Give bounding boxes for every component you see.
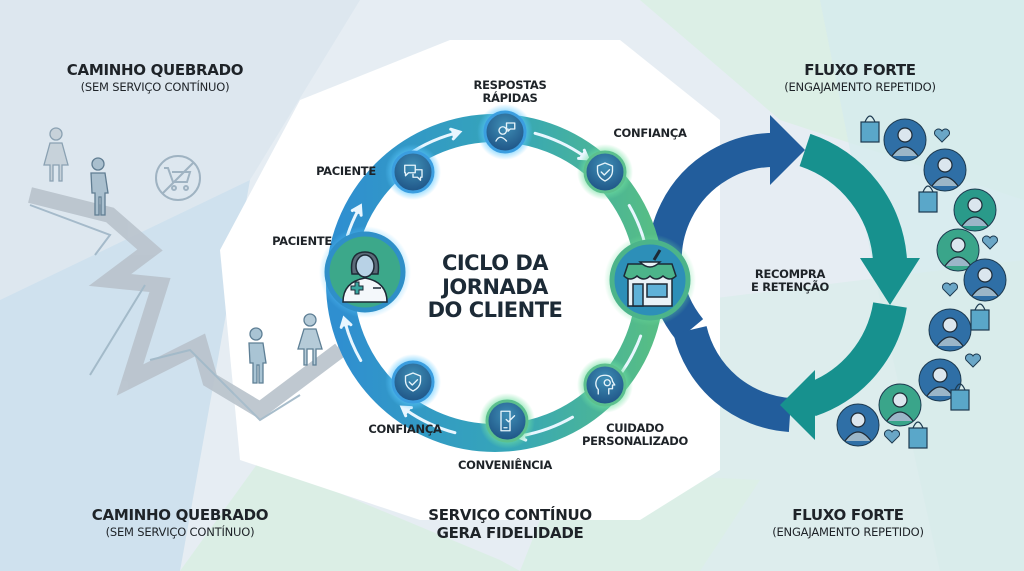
left-panel-title: CAMINHO QUEBRADO [66,61,244,79]
node-label-conveniencia: CONVENIÊNCIA [458,458,552,472]
chat-bubbles-icon [404,164,423,181]
node-label-paciente-doctor: PACIENTE [272,234,332,248]
recompra-label: RECOMPRA E RETENÇÃO [735,268,845,294]
heart-icon [884,429,900,444]
right-panel-subtitle: (ENGAJAMENTO REPETIDO) [784,80,936,94]
head-gear-icon [595,374,616,395]
customer-avatar-icon [836,403,880,447]
cycle-node-chat-bubbles [385,144,441,200]
person-male-icon [248,327,267,384]
node-label-confianca-top: CONFIANÇA [613,126,687,140]
cycle-node-head-gear [577,357,633,413]
footer-right-title: FLUXO FORTE [792,506,904,524]
shopping-bag-icon [908,421,928,449]
customer-avatar-icon [878,383,922,427]
shopping-bag-icon [970,303,990,331]
person-chat-icon [495,122,516,142]
right-panel-title: FLUXO FORTE [804,61,916,79]
shield-check-icon [404,372,422,392]
cycle-node-shield-check [385,354,441,410]
footer-center-line-1: SERVIÇO CONTÍNUO [428,506,592,524]
node-label-paciente-chat: PACIENTE [316,164,376,178]
respostas-line-1: RESPOSTAS [473,78,547,92]
customer-avatar-icon [923,148,967,192]
cycle-node-pharmacy-store [604,234,696,326]
phone-check-icon [500,410,516,432]
customer-avatar-icon [953,188,997,232]
cuidado-line-1: CUIDADO [606,421,664,435]
left-panel-subtitle: (SEM SERVIÇO CONTÍNUO) [80,80,230,94]
ring-arrowhead [339,315,353,329]
cycle-node-phone-check [479,393,535,449]
shopping-bag-icon [918,185,938,213]
no-shopping-cart-icon [155,155,201,201]
shopping-bag-icon [860,115,880,143]
cycle-title-line-1: CICLO DA [441,251,549,275]
person-female-icon [297,313,323,366]
recompra-line-1: RECOMPRA [754,267,826,281]
customer-avatar-icon [883,118,927,162]
ring-direction-arrow [533,131,586,158]
heart-icon [965,353,981,368]
recompra-line-2: E RETENÇÃO [750,279,829,294]
customer-avatar-icon [963,258,1007,302]
heart-icon [982,235,998,250]
person-female-icon [43,127,69,182]
cycle-title-line-3: DO CLIENTE [427,298,563,323]
shield-check-icon [596,162,614,182]
heart-icon [934,128,950,143]
cuidado-line-2: PERSONALIZADO [582,433,688,448]
cycle-node-person-chat [477,104,533,160]
footer-center-line-2: GERA FIDELIDADE [436,524,584,542]
retention-cycle-arrows [647,115,920,440]
ring-direction-arrow [404,408,457,435]
heart-icon [942,282,958,297]
person-male-icon [90,157,109,216]
cycle-title-line-2: JORNADA [442,274,548,299]
ring-arrowhead [449,127,463,141]
footer-left-subtitle: (SEM SERVIÇO CONTÍNUO) [105,525,255,539]
footer-left-title: CAMINHO QUEBRADO [91,506,269,524]
ring-arrowhead [350,203,363,217]
customer-avatar-icon [928,308,972,352]
shopping-bag-icon [950,383,970,411]
cycle-title: CICLO DA JORNADA DO CLIENTE [405,251,585,323]
respostas-line-2: RÁPIDAS [482,90,538,105]
footer-right-subtitle: (ENGAJAMENTO REPETIDO) [772,525,924,539]
node-label-confianca-bottom: CONFIANÇA [368,422,442,436]
pharmacy-store-icon [623,249,677,307]
node-label-cuidado: CUIDADO PERSONALIZADO [575,422,695,448]
node-label-respostas: RESPOSTAS RÁPIDAS [460,79,560,105]
cycle-node-doctor [319,226,411,318]
customer-avatar-icon [936,228,980,272]
cycle-node-shield-check [577,144,633,200]
doctor-icon [342,251,388,303]
